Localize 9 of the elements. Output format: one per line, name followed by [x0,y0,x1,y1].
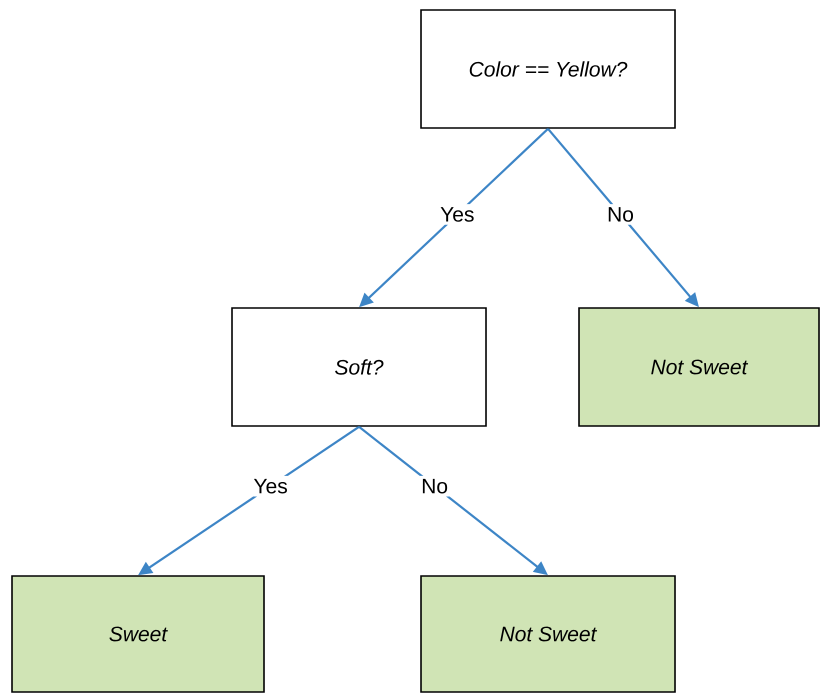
edge-label: Yes [437,204,478,225]
decision-box: Color == Yellow? [420,9,676,129]
edge-label: Yes [250,476,291,496]
leaf-box: Sweet [11,575,265,693]
decision-box: Soft? [231,307,487,427]
leaf-box: Not Sweet [578,307,820,427]
leaf-box: Not Sweet [420,575,676,693]
edge-label: No [604,204,637,225]
edge-label: No [418,476,452,496]
